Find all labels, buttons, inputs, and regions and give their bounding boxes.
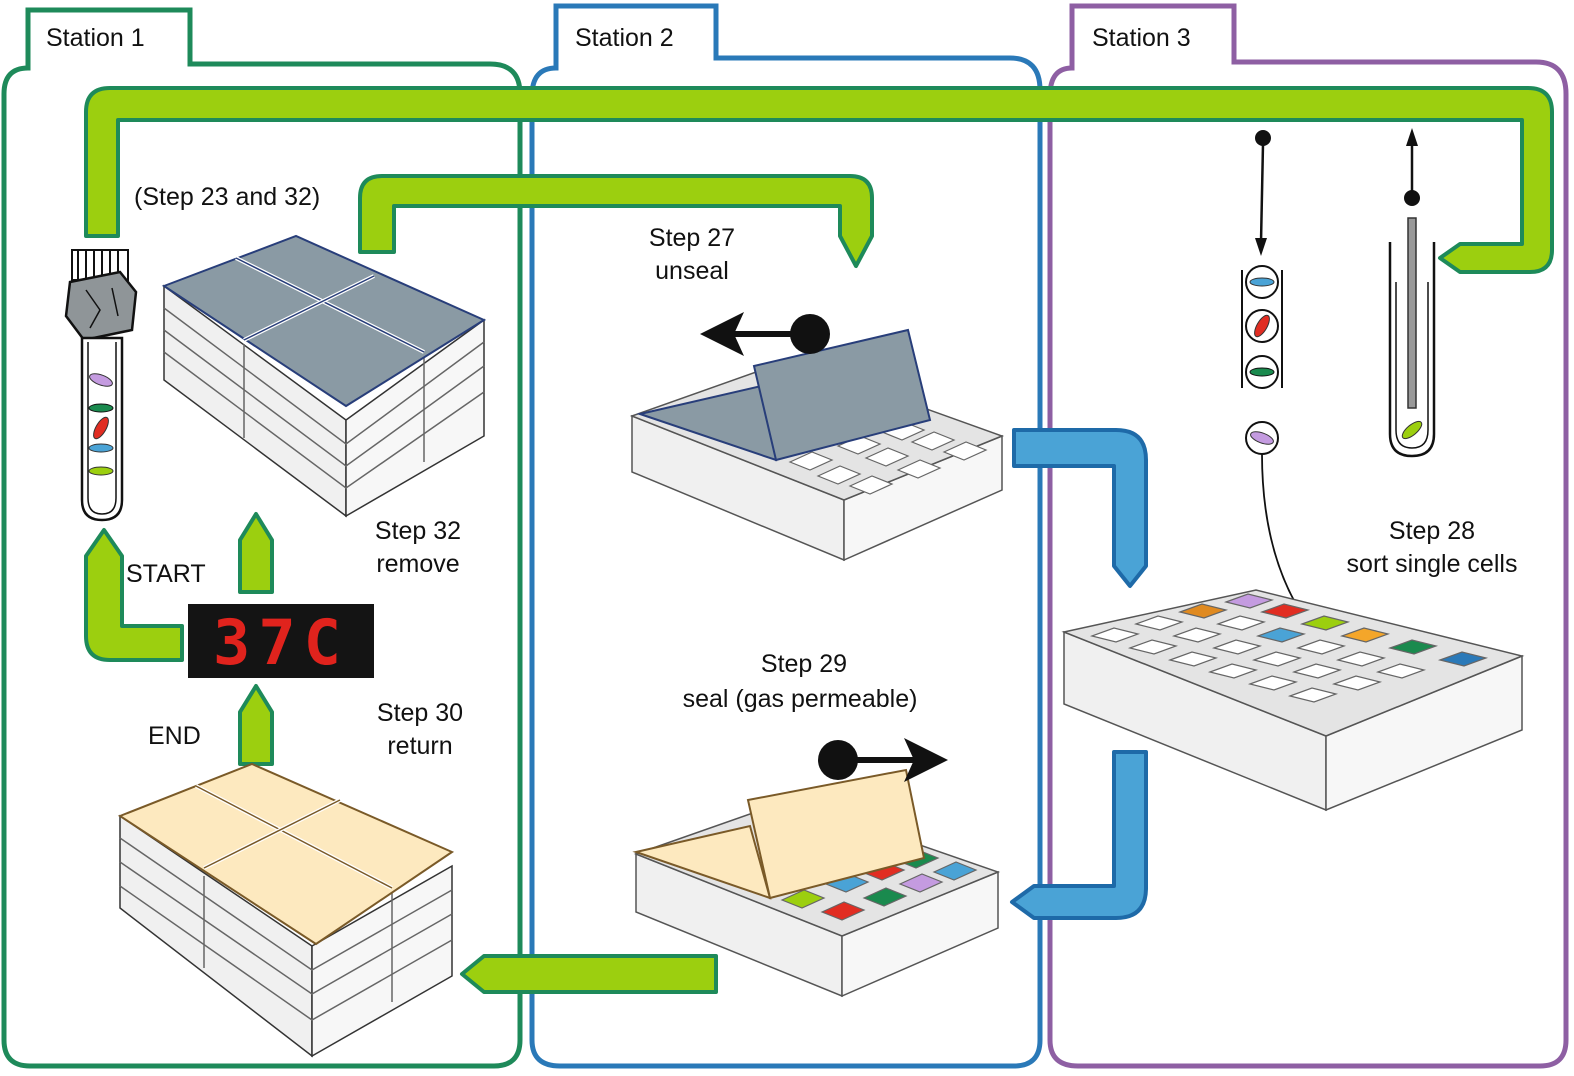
green-up-arrow-upper	[238, 512, 274, 594]
sample-tube-icon	[64, 249, 138, 522]
label-start: START	[126, 560, 206, 588]
label-step-29-action: seal (gas permeable)	[683, 685, 918, 713]
station-3-tab-label: Station 3	[1092, 24, 1191, 52]
green-up-arrow-lower	[238, 684, 274, 766]
label-step-30-title: Step 30	[377, 699, 463, 727]
label-step-28-title: Step 28	[1389, 517, 1475, 545]
label-step-28-action: sort single cells	[1347, 550, 1518, 578]
cell-sorter-nozzle-icon	[1241, 130, 1331, 651]
green-flow-arrow-bottom	[460, 954, 718, 994]
green-flow-arrow-inner	[358, 174, 874, 268]
incubator-display-icon: 37C	[188, 604, 374, 679]
station-2-tab-label: Station 2	[575, 24, 674, 52]
green-start-arrow	[84, 528, 184, 662]
green-flow-arrow-top	[84, 86, 1554, 274]
tan-sealed-plate-stack	[117, 762, 455, 1058]
blue-flow-arrow-lower	[1010, 750, 1148, 920]
label-step-27-title: Step 27	[649, 224, 735, 252]
label-step-32-title: Step 32	[375, 517, 461, 545]
seal-plate	[632, 738, 1001, 998]
label-step-30-action: return	[387, 732, 452, 760]
blue-flow-arrow-upper	[1012, 428, 1148, 588]
unseal-plate	[629, 312, 1005, 562]
station-1-panel	[1, 7, 523, 1069]
incubator-temperature-readout: 37C	[213, 606, 349, 679]
label-step-27-action: unseal	[655, 257, 729, 285]
sort-plate	[1061, 589, 1525, 812]
label-step-23-32: (Step 23 and 32)	[134, 183, 320, 211]
label-end: END	[148, 722, 201, 750]
gray-sealed-plate-stack	[161, 234, 487, 518]
collection-tube-icon	[1388, 128, 1436, 458]
label-step-32-action: remove	[376, 550, 459, 578]
station-1-tab-label: Station 1	[46, 24, 145, 52]
label-step-29-title: Step 29	[761, 650, 847, 678]
